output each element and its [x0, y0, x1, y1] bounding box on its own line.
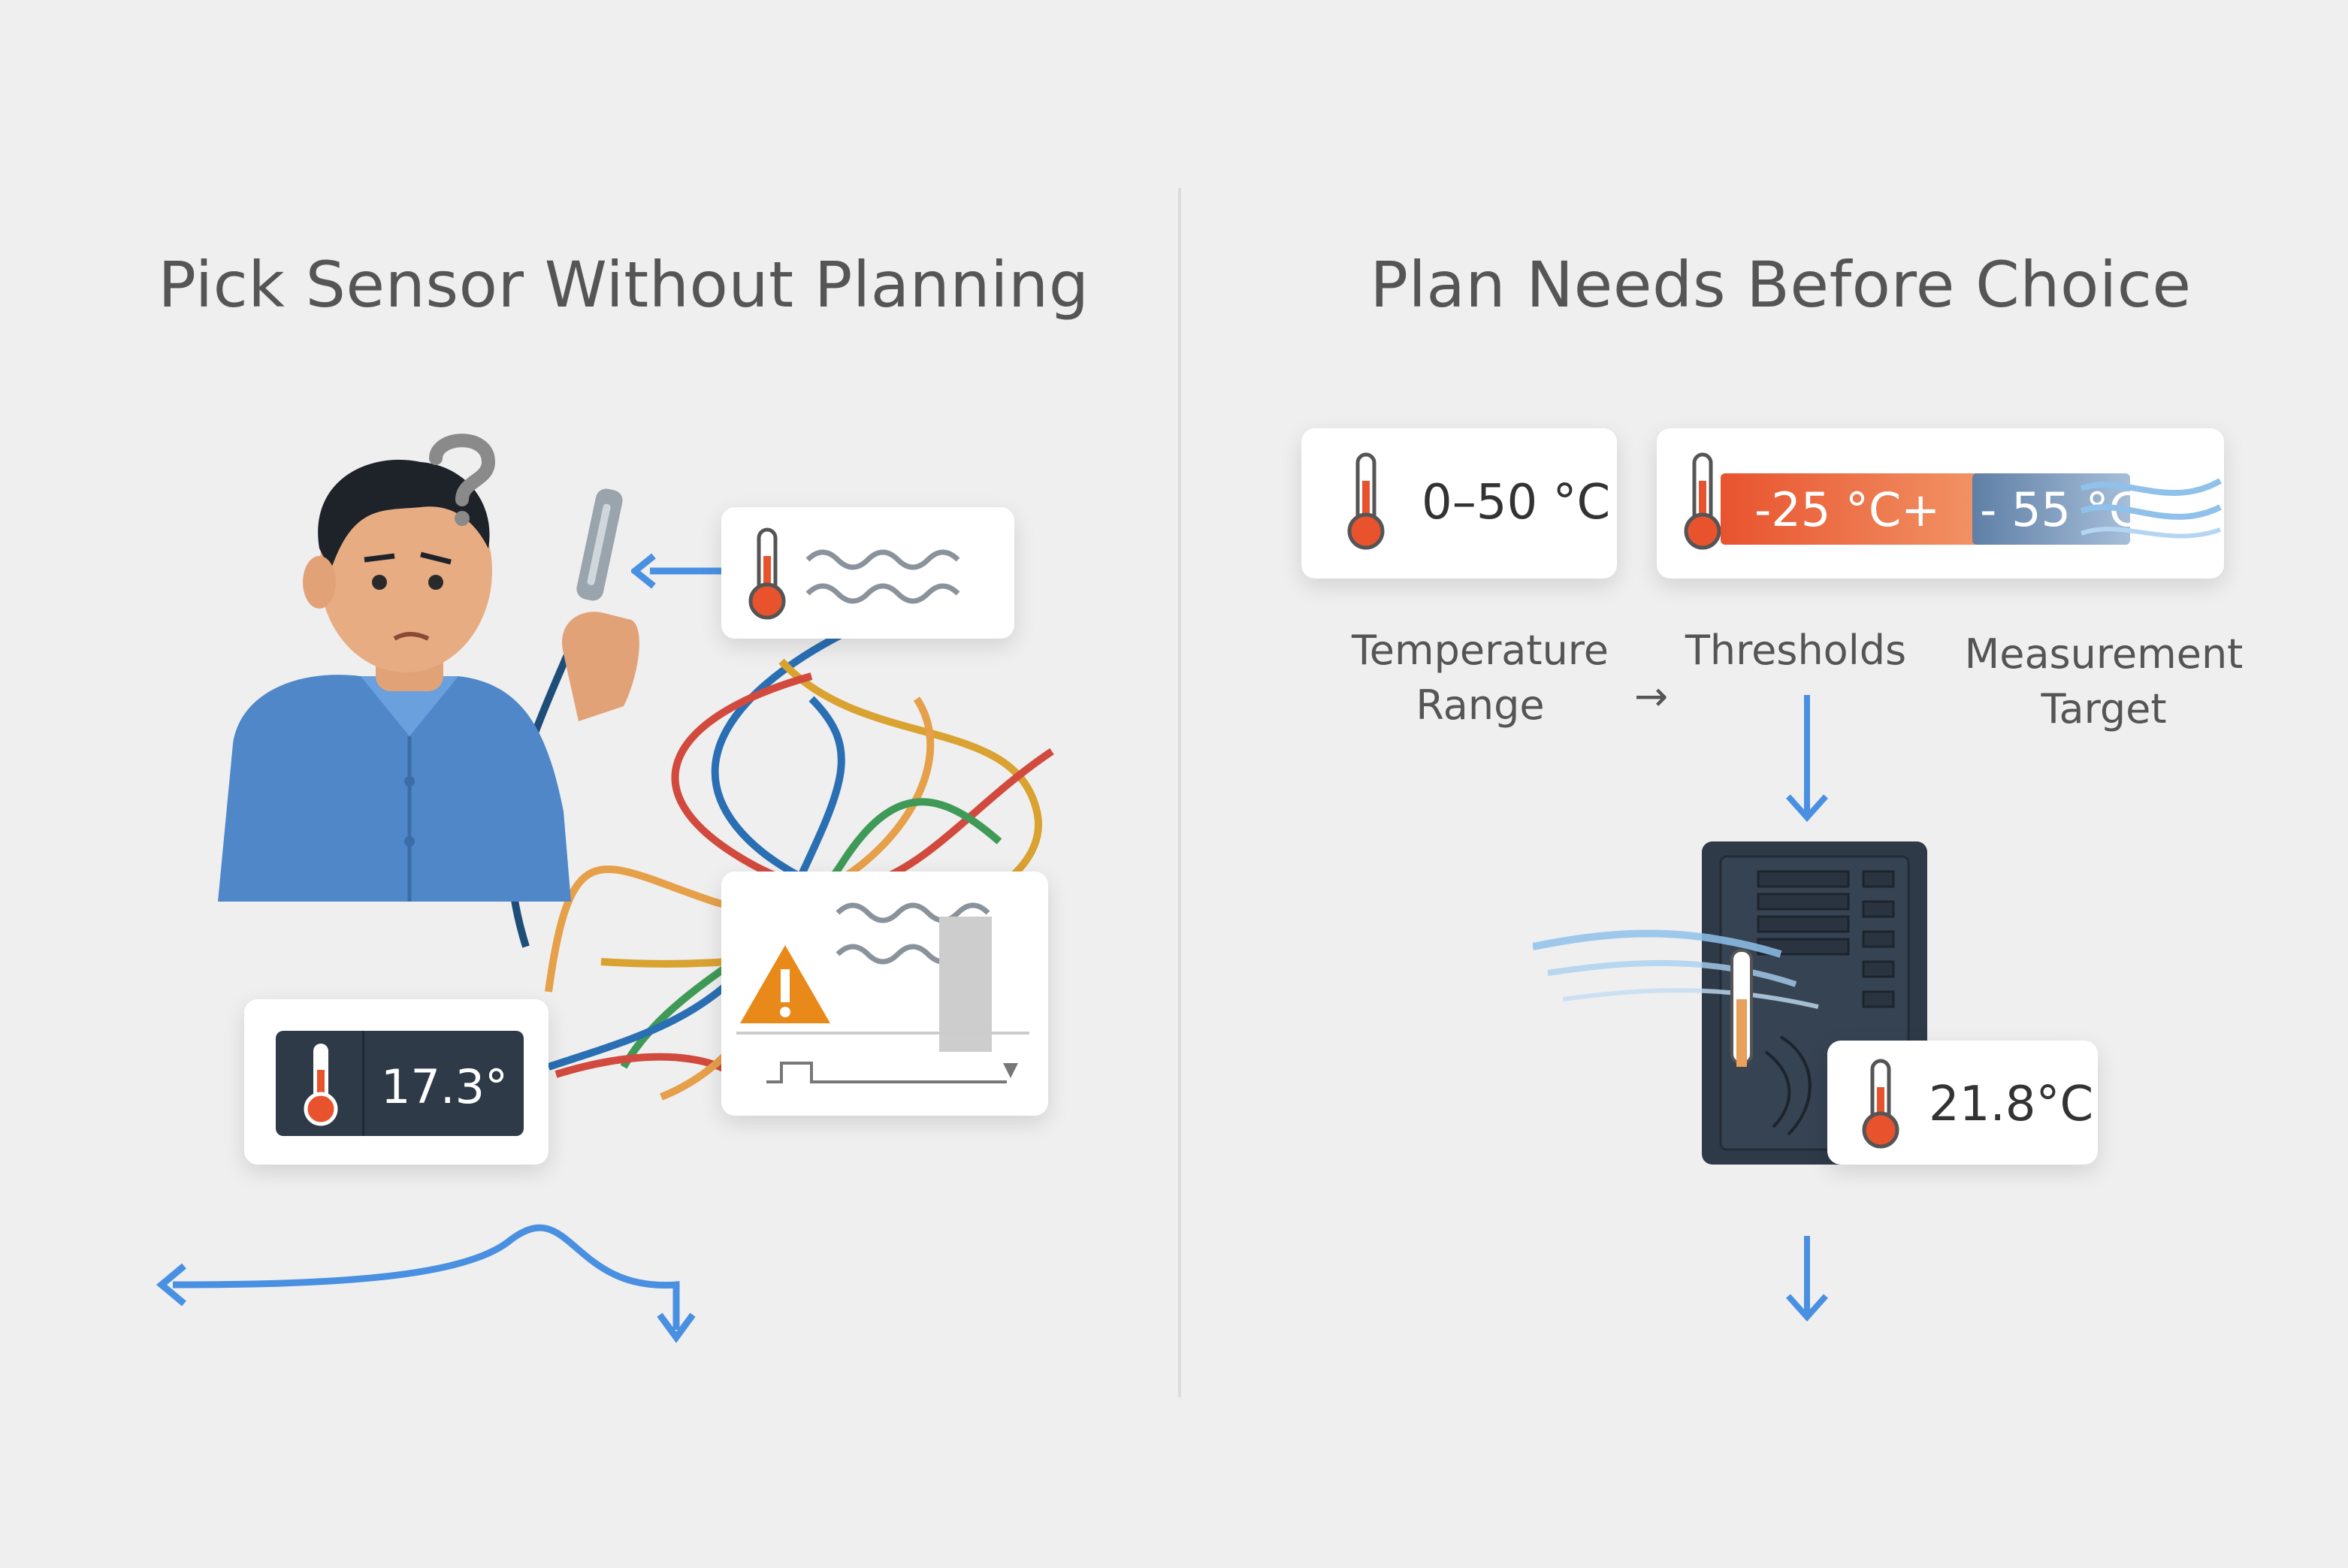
threshold-low-bar	[1721, 473, 2006, 545]
label-measurement-target: Measurement Target	[1939, 627, 2269, 737]
confused-person	[218, 459, 571, 902]
question-mark-icon	[429, 434, 496, 526]
right-title: Plan Needs Before Choice	[1370, 248, 2192, 322]
left-title: Pick Sensor Without Planning	[158, 248, 1089, 322]
measured-reading: 21.8°C	[1929, 1077, 2094, 1132]
gray-bar	[939, 917, 992, 1052]
label-range-line1: Temperature	[1351, 627, 1609, 674]
thermometer-icon	[1862, 1059, 1899, 1149]
thermometer-icon	[748, 527, 786, 620]
range-chip: 0–50 °C	[1301, 428, 1617, 579]
center-divider	[1178, 188, 1181, 1397]
threshold-low: -25 °C+	[1754, 482, 1941, 537]
thresholds-chip: -25 °C+ - 55 °C	[1657, 428, 2224, 579]
label-target-line2: Target	[2041, 684, 2167, 733]
down-arrow-1	[1786, 695, 1828, 823]
lcd-display: 17.3°	[276, 1031, 524, 1136]
thermometer-icon	[1347, 452, 1385, 550]
warning-card	[721, 872, 1048, 1116]
pointer-arrow	[631, 553, 725, 589]
display-reading: 17.3°	[381, 1059, 509, 1114]
flow-arrow-glyph: →	[1634, 672, 1669, 720]
display-card: 17.3°	[244, 999, 548, 1165]
confusion-arrows	[156, 1224, 696, 1343]
range-value: 0–50 °C	[1422, 475, 1611, 530]
sensor-card-top	[721, 507, 1014, 639]
label-range-line2: Range	[1416, 681, 1545, 729]
display-divider	[362, 1031, 364, 1136]
down-arrow-2	[1786, 1236, 1828, 1322]
cold-airflow	[2080, 478, 2222, 539]
label-thresholds: Thresholds	[1685, 627, 1907, 674]
label-target-line1: Measurement	[1964, 630, 2244, 678]
thermometer-icon	[304, 1044, 338, 1126]
label-temperature-range: Temperature Range	[1322, 624, 1638, 733]
reading-card: 21.8°C	[1827, 1041, 2098, 1165]
probe-icon	[562, 488, 639, 721]
wave-lines	[805, 549, 960, 604]
warning-icon	[740, 945, 830, 1023]
signal-line	[736, 1032, 1029, 1083]
thermometer-icon	[1684, 452, 1721, 550]
